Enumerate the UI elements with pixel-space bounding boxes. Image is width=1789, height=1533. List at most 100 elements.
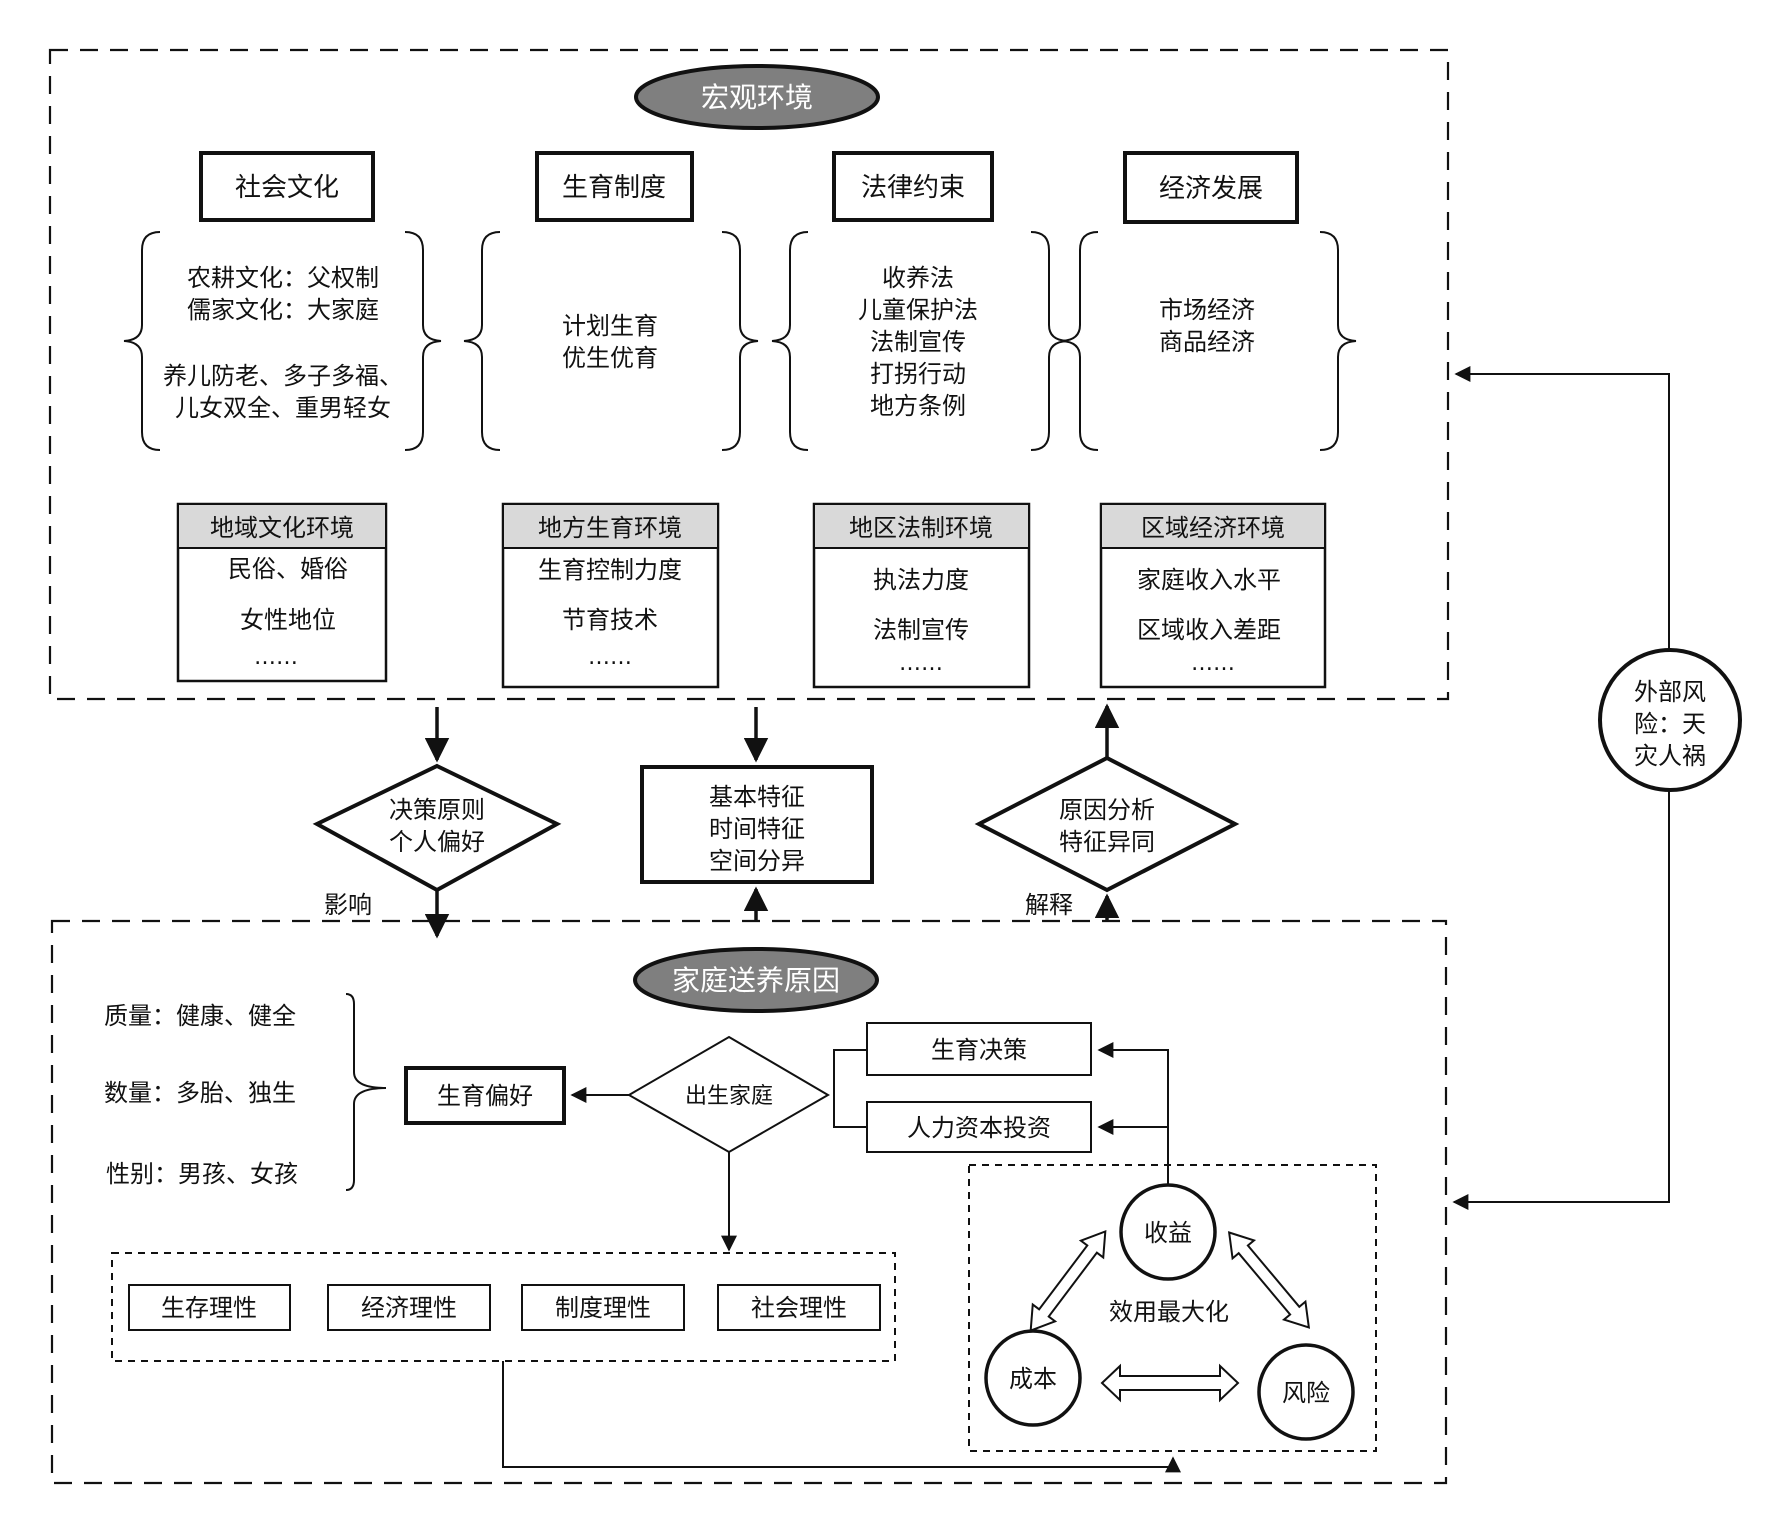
- rationality-label: 经济理性: [361, 1294, 457, 1322]
- preference-list: 质量：健康、健全 数量：多胎、独生 性别：男孩、女孩: [104, 1002, 298, 1188]
- env-item: 家庭收入水平: [1137, 566, 1281, 594]
- arrow-risk-to-macro: [1454, 366, 1670, 650]
- double-arrow-benefit-risk: [1227, 1231, 1311, 1329]
- env-item: 生育控制力度: [538, 556, 682, 584]
- diamond-label: 个人偏好: [389, 828, 485, 856]
- preference-item: 性别：男孩、女孩: [106, 1160, 298, 1188]
- rationality-economic: 经济理性: [327, 1284, 491, 1331]
- env-header: 区域经济环境: [1141, 514, 1285, 542]
- env-header: 地域文化环境: [210, 514, 354, 542]
- utility-node-label: 成本: [1009, 1365, 1057, 1393]
- utility-maximization-label: 效用最大化: [1109, 1298, 1229, 1326]
- category-fertility-policy: 生育制度: [535, 151, 694, 222]
- env-box-regional-economy: 区域经济环境 家庭收入水平 区域收入差距 ……: [1099, 502, 1327, 689]
- family-title-ellipse: 家庭送养原因: [633, 947, 879, 1013]
- external-risk-circle: 外部风 险：天 灾人祸: [1598, 648, 1742, 792]
- family-title: 家庭送养原因: [672, 964, 840, 997]
- diamond-label: 特征异同: [1059, 828, 1155, 856]
- arrow-benefit-to-decision: [1097, 1042, 1169, 1184]
- preference-item: 质量：健康、健全: [104, 1002, 296, 1030]
- features-box: 基本特征 时间特征 空间分异: [640, 765, 874, 884]
- diamond-label: 决策原则: [389, 796, 485, 824]
- preference-brace: [345, 993, 387, 1191]
- category-social-culture: 社会文化: [199, 151, 375, 222]
- rationality-region: [111, 1252, 896, 1362]
- list-item: 优生优育: [562, 344, 658, 372]
- rationality-institutional: 制度理性: [521, 1284, 685, 1331]
- birth-family-diamond: 出生家庭: [626, 1035, 830, 1154]
- arrow-rationality-to-utility: [502, 1361, 1181, 1473]
- diamond-label: 原因分析: [1059, 796, 1155, 824]
- env-item: ……: [899, 651, 943, 676]
- economic-development-items: 市场经济 商品经济: [1159, 296, 1255, 356]
- list-item: 养儿防老、多子多福、: [163, 362, 403, 390]
- family-reasons-region: [50, 919, 1448, 1485]
- risk-label: 外部风: [1634, 678, 1706, 706]
- list-item: 打拐行动: [870, 360, 966, 388]
- decision-label: 人力资本投资: [907, 1114, 1051, 1142]
- fertility-preference-box: 生育偏好: [404, 1066, 566, 1125]
- brace-group-1: [123, 231, 442, 451]
- env-item: 节育技术: [562, 606, 658, 634]
- category-legal-constraint: 法律约束: [832, 151, 994, 222]
- list-item: 收养法: [882, 264, 954, 292]
- env-header: 地区法制环境: [849, 514, 993, 542]
- features-label: 基本特征: [709, 783, 805, 811]
- cost-circle: 成本: [984, 1329, 1082, 1427]
- list-item: 儿童保护法: [858, 296, 978, 324]
- list-item: 儒家文化：大家庭: [187, 296, 379, 324]
- fertility-decision-box: 生育决策: [866, 1022, 1092, 1076]
- features-label: 时间特征: [709, 815, 805, 843]
- list-item: 市场经济: [1159, 296, 1255, 324]
- rationality-label: 制度理性: [555, 1294, 651, 1322]
- preference-box-label: 生育偏好: [437, 1082, 533, 1110]
- social-culture-items: 农耕文化：父权制 儒家文化：大家庭 养儿防老、多子多福、 儿女双全、重男轻女: [163, 264, 403, 422]
- connector-birth-to-decisions: [833, 1049, 867, 1128]
- human-capital-box: 人力资本投资: [866, 1101, 1092, 1153]
- category-label: 社会文化: [235, 173, 339, 203]
- fertility-policy-items: 计划生育 优生优育: [562, 312, 658, 372]
- rationality-label: 社会理性: [751, 1294, 847, 1322]
- decision-principle-diamond: 决策原则 个人偏好: [312, 763, 562, 893]
- cause-analysis-diamond: 原因分析 特征异同: [974, 755, 1240, 893]
- category-economic-development: 经济发展: [1123, 151, 1299, 224]
- category-label: 经济发展: [1159, 174, 1263, 204]
- risk-label: 灾人祸: [1634, 742, 1706, 770]
- macro-title: 宏观环境: [701, 81, 813, 114]
- utility-node-label: 风险: [1282, 1379, 1330, 1407]
- double-arrow-cost-risk: [1100, 1363, 1240, 1403]
- env-box-regional-legal: 地区法制环境 执法力度 法制宣传 ……: [812, 502, 1031, 689]
- env-box-local-fertility: 地方生育环境 生育控制力度 节育技术 ……: [501, 502, 720, 689]
- influence-label: 影响: [324, 891, 372, 919]
- risk-label: 险：天: [1634, 710, 1706, 738]
- env-item: ……: [1191, 651, 1235, 676]
- decision-label: 生育决策: [931, 1036, 1027, 1064]
- env-item: 法制宣传: [873, 616, 969, 644]
- env-box-regional-culture: 地域文化环境 民俗、婚俗 女性地位 ……: [176, 502, 388, 683]
- legal-constraint-items: 收养法 儿童保护法 法制宣传 打拐行动 地方条例: [858, 264, 978, 420]
- double-arrow-benefit-cost: [1029, 1229, 1107, 1333]
- list-item: 地方条例: [870, 392, 966, 420]
- env-item: 女性地位: [240, 606, 336, 634]
- env-item: 区域收入差距: [1137, 616, 1281, 644]
- utility-region: [968, 1164, 1377, 1452]
- rationality-survival: 生存理性: [128, 1284, 291, 1331]
- category-label: 法律约束: [861, 173, 965, 203]
- brace-group-2: [463, 231, 759, 451]
- macro-environment-region: [48, 48, 1450, 701]
- rationality-label: 生存理性: [161, 1294, 257, 1322]
- arrow-risk-to-family: [1452, 790, 1670, 1210]
- macro-title-ellipse: 宏观环境: [634, 64, 880, 130]
- list-item: 儿女双全、重男轻女: [175, 394, 391, 422]
- category-label: 生育制度: [562, 173, 666, 203]
- list-item: 商品经济: [1159, 328, 1255, 356]
- features-label: 空间分异: [709, 847, 805, 875]
- birth-family-label: 出生家庭: [685, 1084, 773, 1109]
- benefit-circle: 收益: [1119, 1183, 1217, 1281]
- risk-circle: 风险: [1257, 1343, 1355, 1441]
- brace-group-4: [1061, 231, 1357, 451]
- list-item: 计划生育: [562, 312, 658, 340]
- utility-node-label: 收益: [1144, 1219, 1192, 1247]
- env-item: ……: [254, 645, 298, 670]
